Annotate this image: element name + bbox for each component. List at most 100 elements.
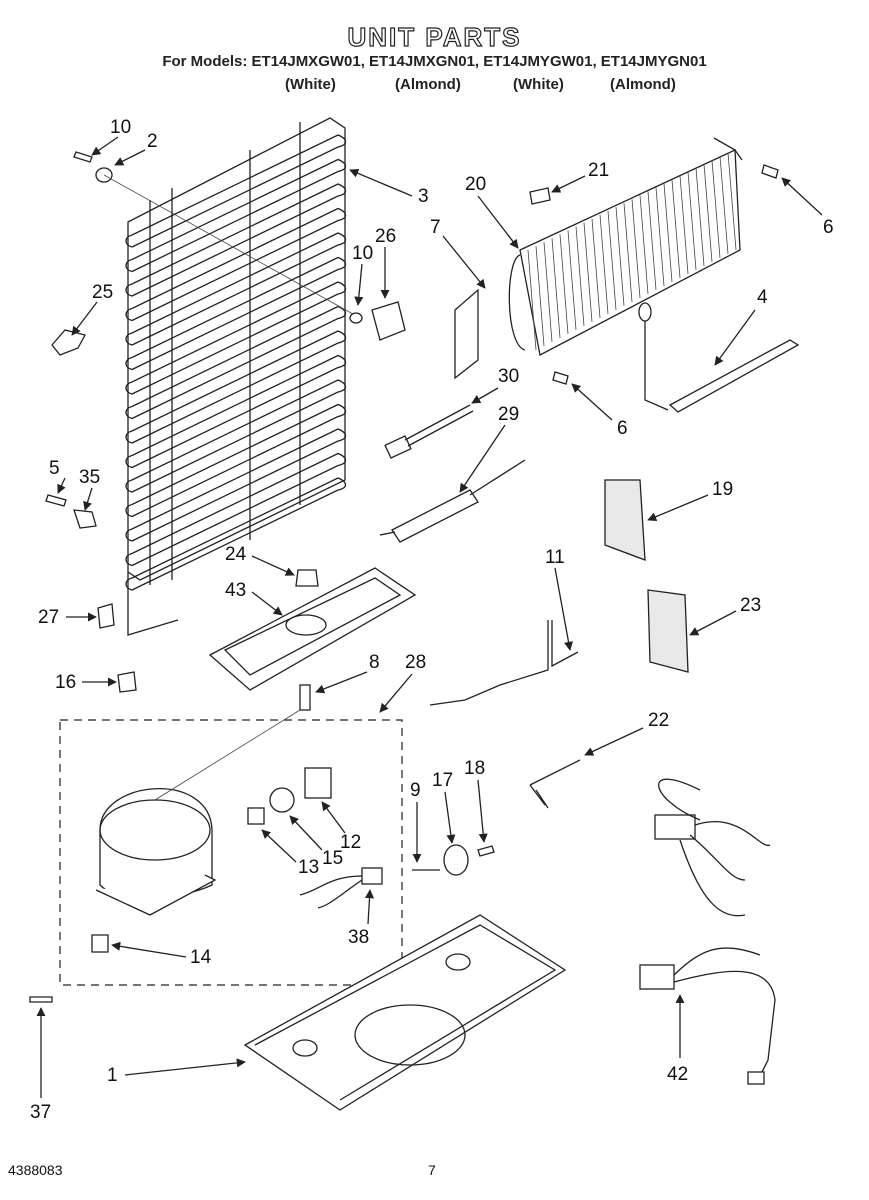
tube-8 xyxy=(299,684,311,711)
callout-24: 24 xyxy=(225,544,247,565)
condenser-row xyxy=(125,330,347,444)
evaporator-fin xyxy=(695,168,705,267)
callout-8: 8 xyxy=(369,652,380,673)
cord-38 xyxy=(299,867,383,909)
clip-35 xyxy=(73,509,97,529)
relay-13 xyxy=(247,807,265,825)
evaporator-fin xyxy=(703,164,713,263)
callout-5: 5 xyxy=(49,458,60,479)
compressor-assembly-box xyxy=(59,719,403,986)
screw-18 xyxy=(477,845,495,857)
drier-29 xyxy=(379,459,526,543)
callout-23: 23 xyxy=(740,595,761,616)
callout-3: 3 xyxy=(418,186,429,207)
clip-21 xyxy=(529,187,551,205)
screw-6b xyxy=(552,371,569,385)
condenser-row xyxy=(125,379,347,493)
callout-29: 29 xyxy=(498,404,519,425)
clip-16 xyxy=(117,671,137,693)
bracket-25 xyxy=(51,329,86,356)
callout-38: 38 xyxy=(348,927,369,948)
evaporator-fin xyxy=(527,249,537,351)
callout-12: 12 xyxy=(340,832,361,853)
callout-22: 22 xyxy=(648,710,669,731)
callouts: 10 2 3 25 10 26 7 20 21 6 4 6 30 xyxy=(30,117,834,1123)
foam-block-23 xyxy=(647,589,689,673)
defrost-heater xyxy=(638,302,800,413)
callout-14: 14 xyxy=(190,947,212,968)
condenser-row xyxy=(125,207,347,322)
condenser-row xyxy=(125,256,347,371)
cover-12 xyxy=(304,767,332,799)
evaporator-fin xyxy=(591,218,601,319)
evaporator-fin xyxy=(719,156,729,255)
callout-10b: 10 xyxy=(352,243,373,264)
condenser-row xyxy=(125,232,347,346)
wiring-harness-42 xyxy=(639,778,776,1085)
compressor xyxy=(95,709,301,916)
callout-9: 9 xyxy=(410,780,421,801)
evaporator-fin xyxy=(551,238,561,339)
condenser-screw xyxy=(73,151,361,319)
callout-6b: 6 xyxy=(617,418,628,439)
callout-28: 28 xyxy=(405,652,426,673)
evaporator-fin xyxy=(639,195,649,295)
evaporator-fin xyxy=(607,210,617,311)
condenser-row xyxy=(125,134,347,248)
evaporator-fin xyxy=(559,234,569,335)
harness-30 xyxy=(384,404,474,459)
color-label-1: (White) xyxy=(285,76,336,93)
callout-6a: 6 xyxy=(823,217,834,238)
evaporator-fin xyxy=(647,191,657,291)
condenser-row xyxy=(125,452,347,567)
foam-block-19 xyxy=(604,479,646,561)
callout-43: 43 xyxy=(225,580,246,601)
color-label-2: (Almond) xyxy=(395,76,461,93)
callout-16: 16 xyxy=(55,672,76,693)
condenser-row xyxy=(125,305,347,420)
evaporator-fin xyxy=(655,187,665,287)
evaporator-fin xyxy=(727,152,737,251)
condenser-row xyxy=(125,158,347,273)
condenser-row xyxy=(125,354,347,469)
callout-4: 4 xyxy=(757,287,768,308)
screw-6a xyxy=(761,164,779,179)
clip-27 xyxy=(97,603,115,629)
screw-5 xyxy=(45,494,67,507)
evaporator-fin xyxy=(615,207,625,307)
evaporator-fin xyxy=(631,199,641,299)
evaporator-fin xyxy=(535,246,545,347)
callout-15: 15 xyxy=(322,848,343,869)
evaporator-fin xyxy=(623,203,633,303)
tube-22 xyxy=(529,759,581,809)
condenser-row xyxy=(125,183,347,297)
base-plate xyxy=(243,914,567,1111)
evaporator-fin xyxy=(711,160,721,259)
evaporator-fin xyxy=(583,222,593,323)
callout-10a: 10 xyxy=(110,117,131,138)
callout-42: 42 xyxy=(667,1064,688,1085)
callout-19: 19 xyxy=(712,479,733,500)
condenser-row xyxy=(125,403,347,518)
callout-13: 13 xyxy=(298,857,319,878)
tube-11 xyxy=(429,620,549,706)
drain-pan xyxy=(208,567,417,691)
callout-27: 27 xyxy=(38,607,59,628)
callout-11: 11 xyxy=(545,547,565,568)
callout-25: 25 xyxy=(92,282,113,303)
evaporator-fin xyxy=(663,183,673,283)
grommet-17 xyxy=(443,844,469,876)
evaporator xyxy=(454,137,743,380)
color-label-4: (Almond) xyxy=(610,76,676,93)
models-line: For Models: ET14JMXGW01, ET14JMXGN01, ET… xyxy=(162,53,707,70)
callout-7: 7 xyxy=(430,217,441,238)
callout-20: 20 xyxy=(465,174,486,195)
evaporator-fin xyxy=(599,214,609,315)
evaporator-fin xyxy=(575,226,585,327)
callout-18: 18 xyxy=(464,758,485,779)
page-title: UNIT PARTS xyxy=(347,21,522,52)
callout-1: 1 xyxy=(107,1065,118,1086)
evaporator-fin xyxy=(679,175,689,275)
bracket-26 xyxy=(349,301,406,341)
